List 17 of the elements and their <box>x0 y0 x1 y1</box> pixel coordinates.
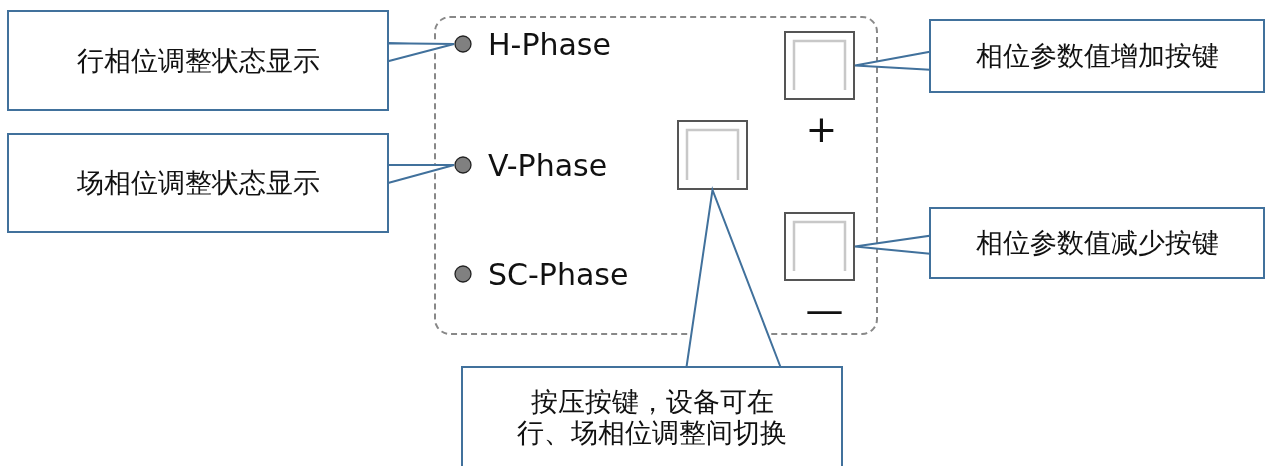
push-button <box>677 120 748 190</box>
callout-box: 场相位调整状态显示 <box>7 133 389 233</box>
callout-pointer <box>854 234 931 255</box>
callout-box: 相位参数值增加按键 <box>929 19 1265 93</box>
phase-label: V-Phase <box>488 147 608 183</box>
push-button <box>784 31 855 100</box>
phase-label: H-Phase <box>488 26 611 62</box>
push-button <box>784 212 855 281</box>
callout-box: 相位参数值减少按键 <box>929 207 1265 279</box>
phase-label: SC-Phase <box>488 256 629 292</box>
callout-pointer <box>387 42 455 63</box>
callout-box: 行相位调整状态显示 <box>7 10 389 111</box>
callout-pointer <box>387 164 455 184</box>
callout-pointer <box>685 186 782 368</box>
plus-sign: + <box>805 110 838 148</box>
minus-sign: — <box>805 291 844 329</box>
callout-pointer <box>854 50 931 71</box>
